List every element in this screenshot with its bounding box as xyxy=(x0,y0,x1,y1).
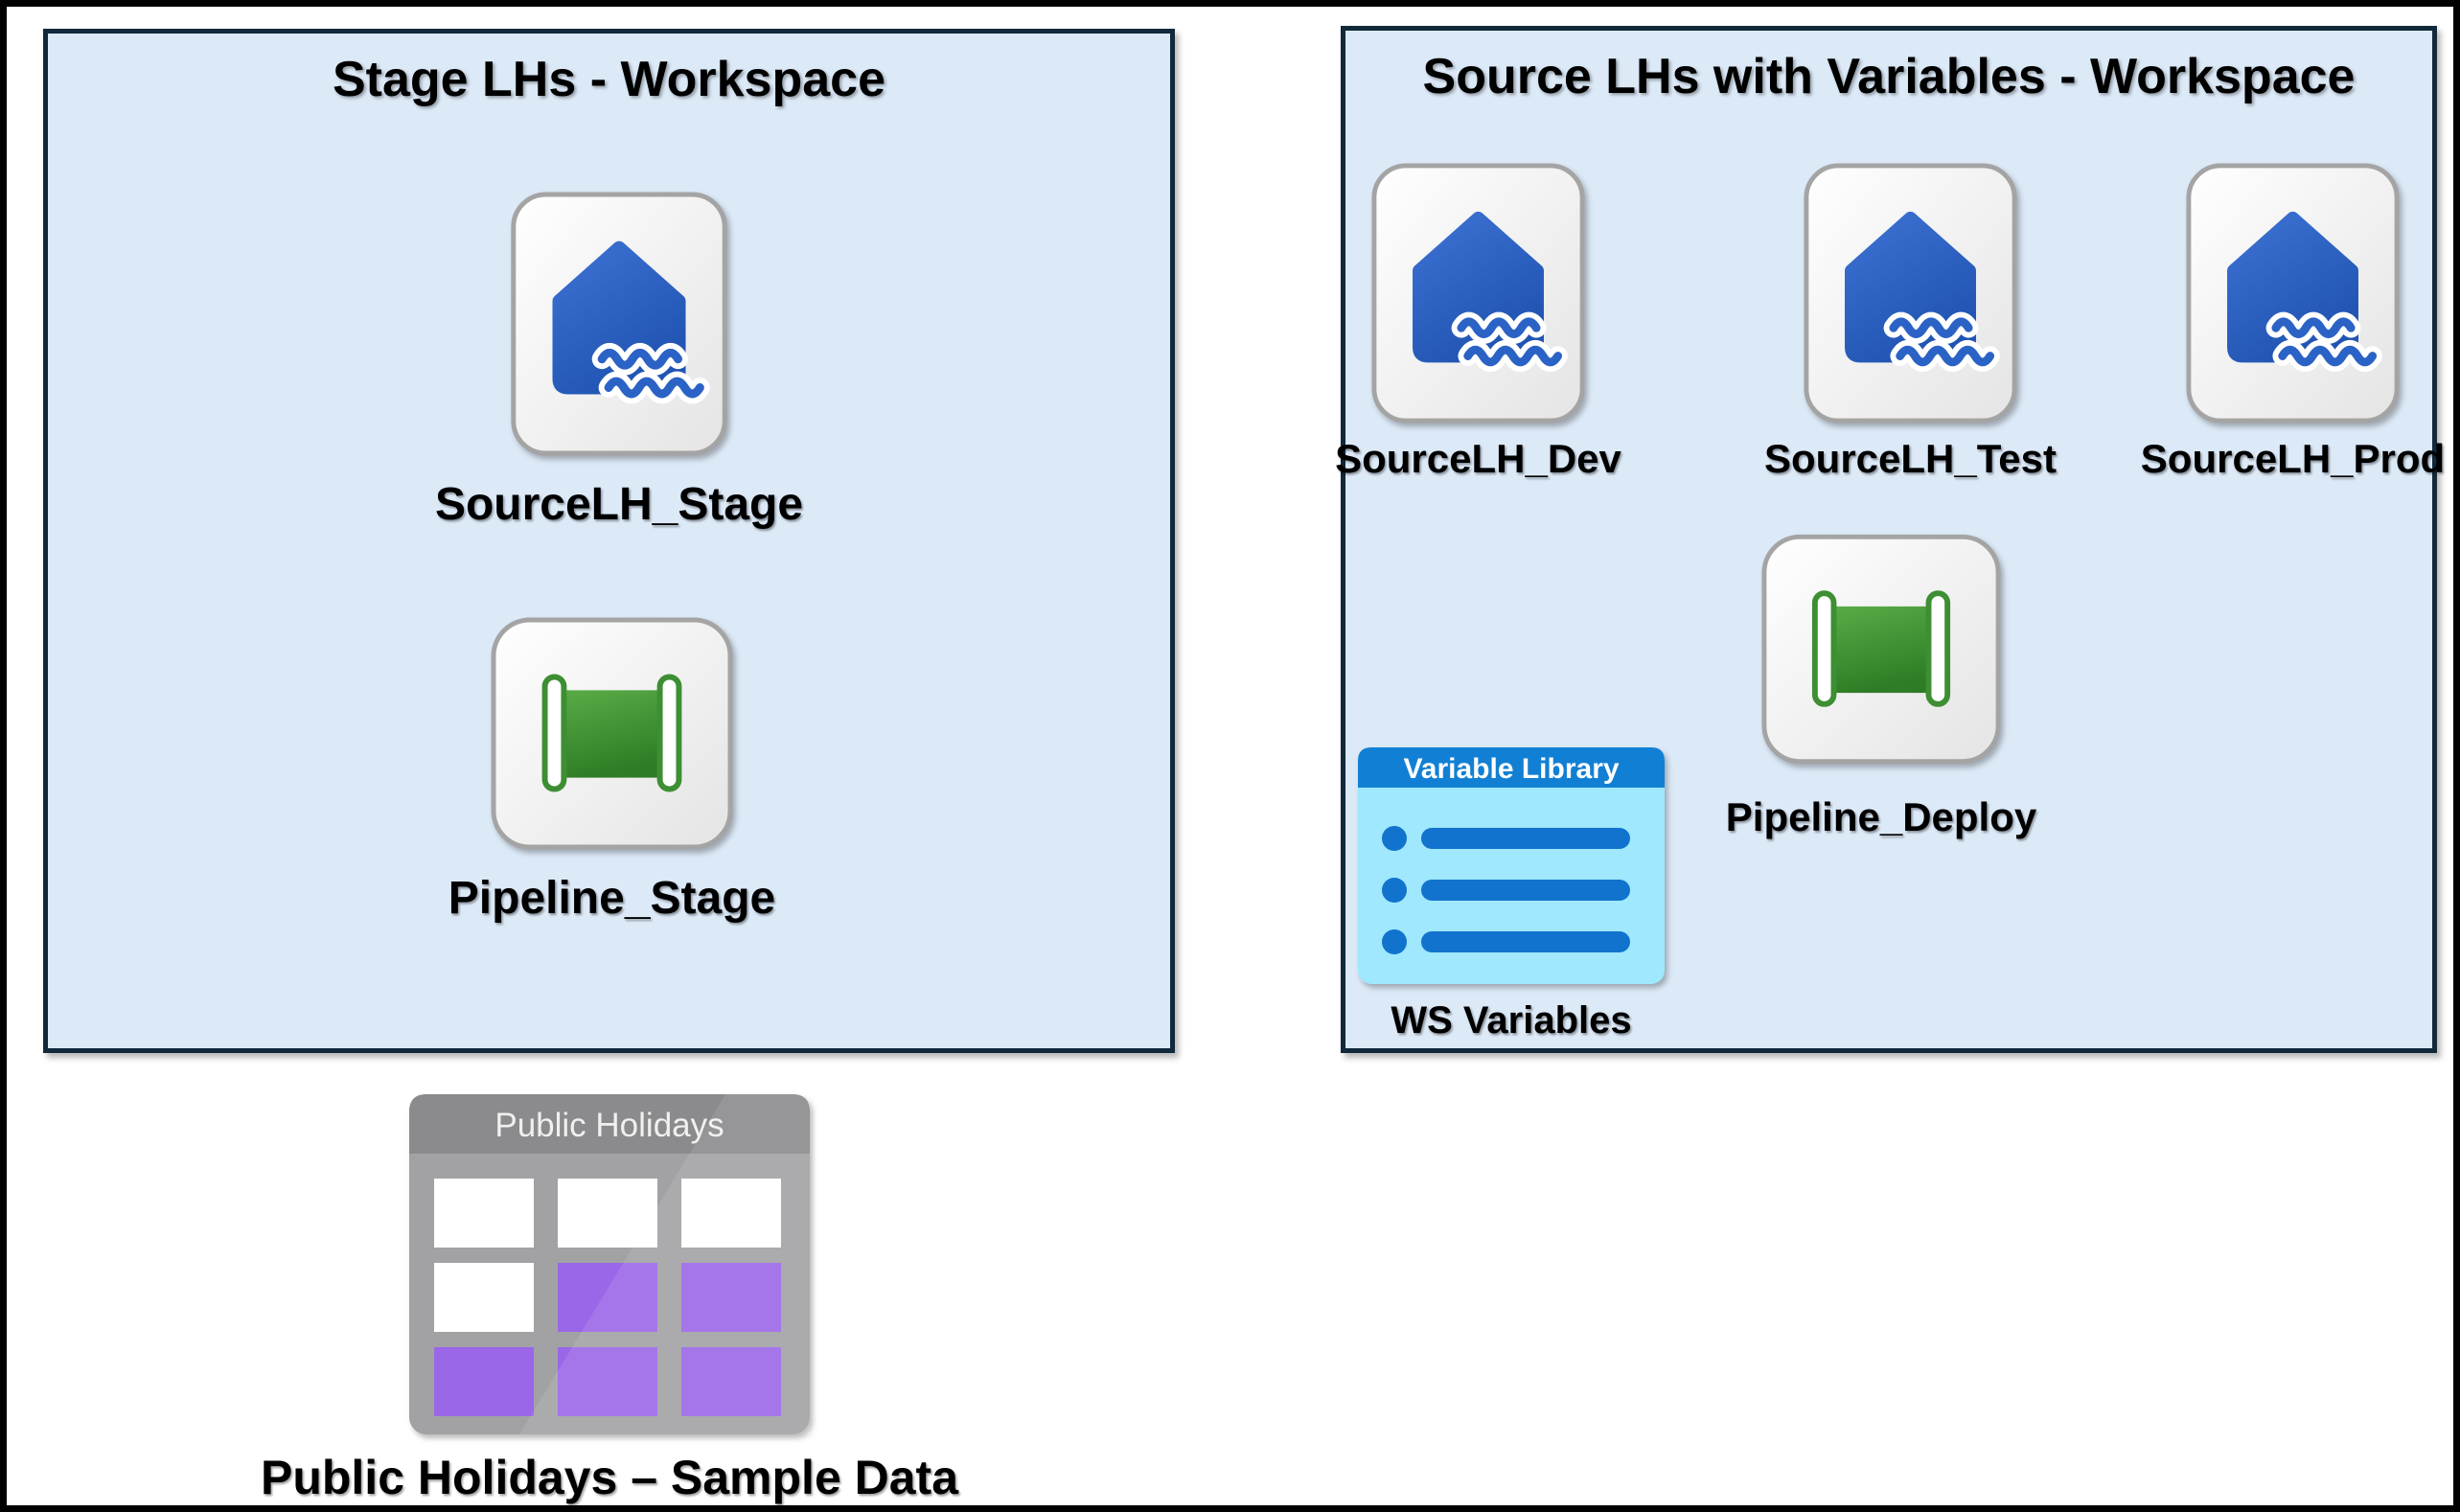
lakehouse-item-prod: SourceLH_Prod xyxy=(2141,158,2445,481)
lakehouse-item-stage: SourceLH_Stage xyxy=(435,191,803,530)
variable-library-item: Variable Library WS Variables xyxy=(1358,747,1665,1042)
variable-library-label: WS Variables xyxy=(1391,999,1632,1042)
lakehouse-icon xyxy=(2185,158,2401,428)
lakehouse-label: SourceLH_Stage xyxy=(434,479,804,530)
pipeline-icon xyxy=(489,616,735,851)
pipeline-label: Pipeline_Stage xyxy=(448,873,776,924)
source-workspace-title: Source LHs with Variables - Workspace xyxy=(1422,49,2356,104)
pipeline-label: Pipeline_Deploy xyxy=(1725,794,2037,839)
lakehouse-item-dev: SourceLH_Dev xyxy=(1335,158,1621,481)
lakehouse-icon xyxy=(1370,158,1586,428)
sample-data-label: Public Holidays – Sample Data xyxy=(260,1451,959,1504)
pipeline-icon xyxy=(1760,527,2002,771)
pipeline-item-deploy: Pipeline_Deploy xyxy=(1726,527,2036,839)
lakehouse-label: SourceLH_Dev xyxy=(1335,436,1621,481)
lakehouse-label: SourceLH_Test xyxy=(1764,436,2057,481)
variable-library-icon-title: Variable Library xyxy=(1403,753,1619,785)
lakehouse-icon xyxy=(509,191,729,457)
stage-workspace-title: Stage LHs - Workspace xyxy=(332,52,885,107)
lakehouse-item-test: SourceLH_Test xyxy=(1764,158,2057,481)
lakehouse-icon xyxy=(1803,158,2018,428)
lakehouse-label: SourceLH_Prod xyxy=(2140,436,2446,481)
table-icon-title: Public Holidays xyxy=(494,1107,724,1144)
sample-data-item: Public Holidays Public Holidays – Sample… xyxy=(261,1094,958,1504)
pipeline-item-stage: Pipeline_Stage xyxy=(448,616,775,924)
variable-library-icon: Variable Library xyxy=(1358,747,1665,984)
table-icon: Public Holidays xyxy=(409,1094,810,1434)
